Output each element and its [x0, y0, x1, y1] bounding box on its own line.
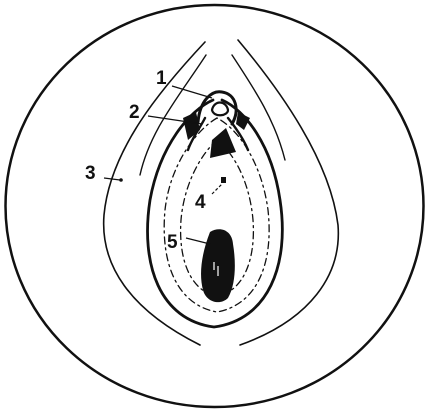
label-4: 4 [195, 192, 206, 213]
inner-fold-right [232, 55, 285, 160]
shading-center [210, 128, 236, 158]
clitoris [212, 103, 228, 116]
vaginal-opening [201, 229, 235, 302]
leader-dot-3 [119, 178, 123, 182]
circular-frame [6, 5, 424, 407]
label-3: 3 [85, 163, 96, 184]
label-5: 5 [167, 232, 178, 253]
leader-line-5 [186, 238, 210, 244]
label-1: 1 [156, 68, 167, 89]
leader-line-4 [212, 184, 222, 194]
shading-right [236, 112, 250, 130]
outer-fold-right [238, 40, 338, 345]
label-2: 2 [129, 102, 140, 123]
urethral-opening [221, 177, 226, 183]
